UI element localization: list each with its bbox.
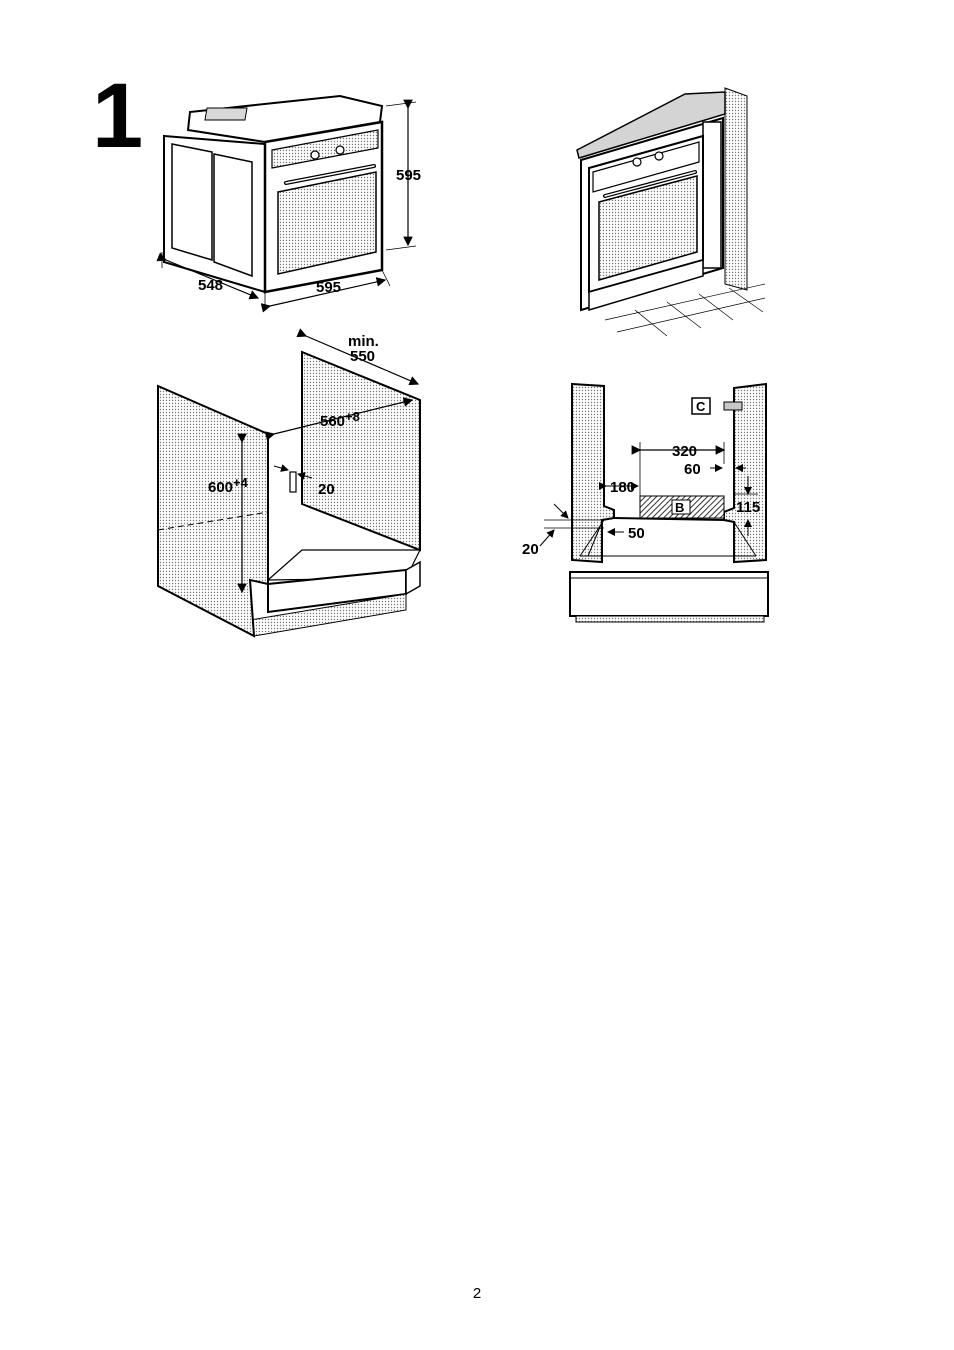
side-offset-label: 60 bbox=[684, 461, 701, 478]
oven-height-label: 595 bbox=[396, 167, 421, 184]
height-label: 115 bbox=[736, 499, 760, 516]
bracket-c-label: C bbox=[696, 399, 706, 414]
min-depth-label: 550 bbox=[350, 348, 375, 365]
area-b-label: B bbox=[675, 500, 684, 515]
oven-width-label: 595 bbox=[316, 279, 341, 296]
niche-width-label: 560+8 bbox=[320, 409, 360, 430]
left-offset-label: 180 bbox=[610, 479, 635, 496]
figure-number: 1 bbox=[92, 65, 143, 167]
cutout-width-label: 320 bbox=[672, 443, 697, 460]
min-label: min. bbox=[348, 333, 379, 350]
oven-installed-drawing bbox=[576, 87, 766, 337]
front-gap-label: 20 bbox=[522, 541, 539, 558]
floor-gap-label: 50 bbox=[628, 525, 645, 542]
oven-depth-label: 548 bbox=[198, 277, 223, 294]
cabinet-niche-drawing: min. 550 560+8 600+4 20 bbox=[157, 328, 421, 638]
cabinet-cutout-drawing: B C 320 60 180 115 50 20 bbox=[522, 382, 769, 623]
oven-dimensions-drawing: 595 548 595 bbox=[156, 94, 421, 313]
niche-height-label: 600+4 bbox=[208, 475, 249, 496]
back-gap-label: 20 bbox=[318, 481, 335, 498]
page-number: 2 bbox=[472, 1285, 482, 1302]
